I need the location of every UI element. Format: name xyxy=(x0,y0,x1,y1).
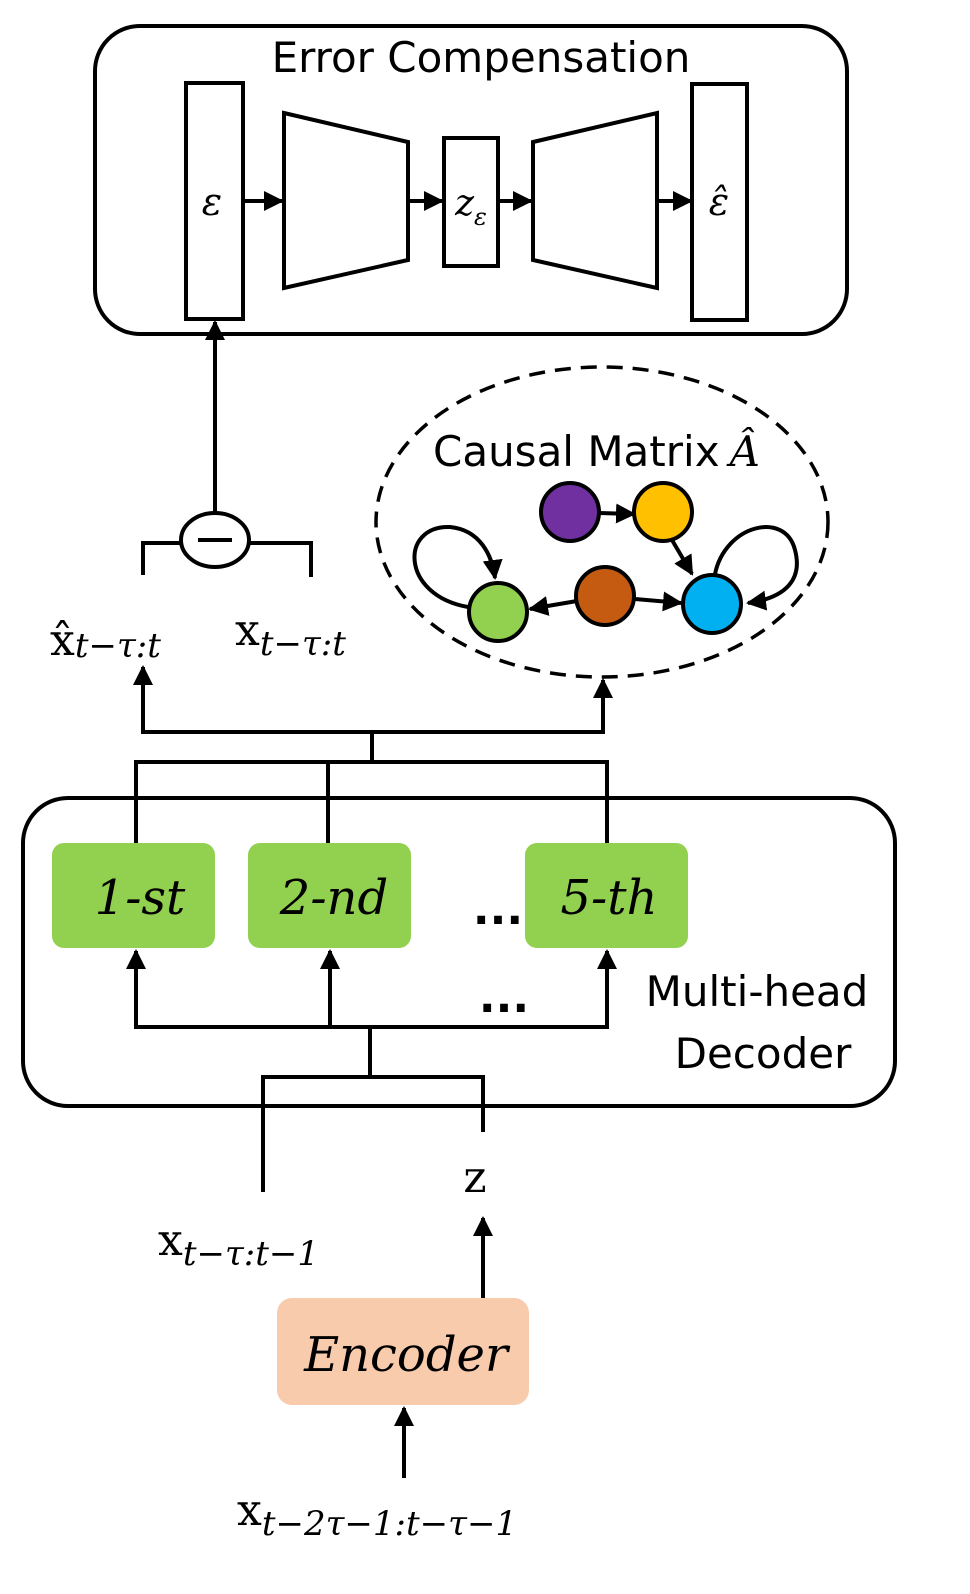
encoder-box xyxy=(277,1298,529,1405)
decoder-head-1-label: 1-st xyxy=(95,870,186,926)
multi-head-decoder-module: 1-st 2-nd 5-th ... ... Multi-head Decode… xyxy=(21,796,897,1108)
edge-purple-to-yellow xyxy=(598,503,636,524)
decoder-head-2-label: 2-nd xyxy=(279,870,388,926)
encoder-label: Encoder xyxy=(303,1327,511,1383)
decoder-inputs: z xt−τ:t−1 xyxy=(158,1077,487,1274)
left-subtract-branch xyxy=(141,541,181,575)
causal-node-yellow xyxy=(632,481,694,543)
head-output-routing xyxy=(133,665,613,845)
edge-blue-self-loop xyxy=(713,525,799,611)
error-output-bar xyxy=(690,82,749,322)
right-subtract-branch xyxy=(249,541,313,577)
decoder-head-2 xyxy=(248,843,411,948)
reconstruction-label: x̂t−τ:t xyxy=(50,615,161,666)
heads-ellipsis: ... xyxy=(473,884,523,935)
edge-green-self-loop xyxy=(412,524,503,609)
causal-node-purple xyxy=(539,481,601,543)
causal-node-blue xyxy=(681,573,743,635)
error-compensation-title: Error Compensation xyxy=(272,33,691,82)
edge-yellow-to-blue xyxy=(670,538,694,576)
encoder-module: Encoder xt−2τ−1:t−τ−1 xyxy=(237,1216,529,1544)
decoder-frame xyxy=(21,796,897,1108)
target-label: xt−τ:t xyxy=(235,605,346,664)
decoder-head-1 xyxy=(52,843,215,948)
subtraction-block: x̂t−τ:t xt−τ:t xyxy=(50,320,346,666)
decoder-label-line1: Multi-head xyxy=(646,967,869,1016)
error-output-label: ε̂ xyxy=(709,180,729,224)
past-window-label: xt−τ:t−1 xyxy=(158,1215,319,1274)
causal-matrix-dashed-boundary xyxy=(374,365,830,679)
decoder-head-5 xyxy=(525,843,688,948)
inputs-ellipsis: ... xyxy=(479,972,529,1023)
causal-node-orange xyxy=(574,565,636,627)
error-latent-label: zε xyxy=(454,183,487,231)
encoder-input-label: xt−2τ−1:t−τ−1 xyxy=(237,1485,517,1544)
error-encoder-trapezoid xyxy=(282,110,410,291)
error-compensation-module: Error Compensation ε zε ε̂ xyxy=(93,24,849,336)
causal-node-green xyxy=(467,581,529,643)
error-decoder-trapezoid xyxy=(531,110,659,291)
edge-orange-to-green xyxy=(528,596,578,616)
edge-orange-to-blue xyxy=(634,591,683,612)
latent-z-label: z xyxy=(463,1152,486,1203)
error-compensation-frame xyxy=(93,24,849,336)
error-input-label: ε xyxy=(202,180,222,224)
decoder-head-5-label: 5-th xyxy=(561,870,658,926)
decoder-label-line2: Decoder xyxy=(675,1029,852,1078)
